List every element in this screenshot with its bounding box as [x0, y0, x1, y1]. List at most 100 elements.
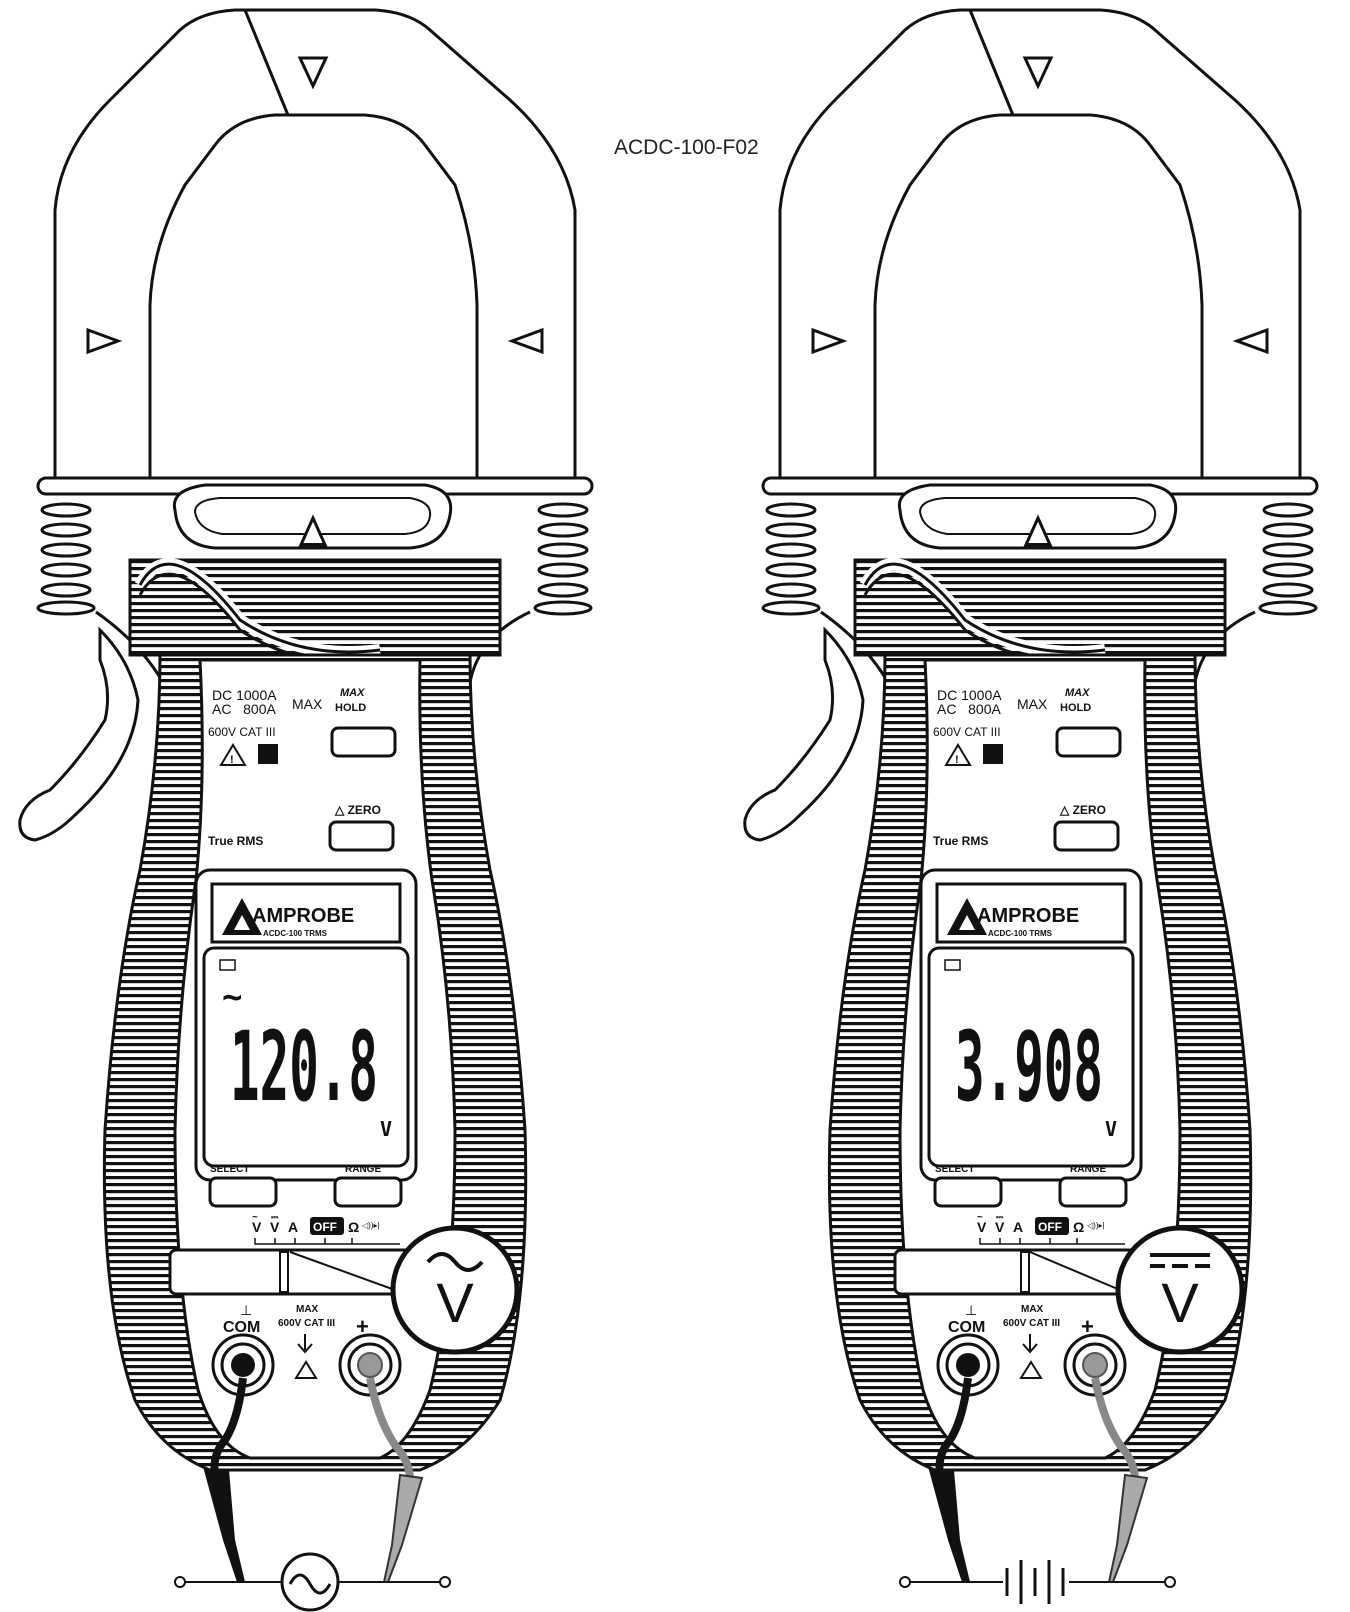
brand-name: AMPROBE: [252, 905, 354, 927]
select-button[interactable]: [933, 1176, 1003, 1208]
svg-text:!: !: [230, 754, 234, 766]
com-symbol: ⊥: [240, 1302, 252, 1318]
svg-text:◁))▸|: ◁))▸|: [1087, 1221, 1105, 1230]
jaw-arrow-right-icon: [507, 327, 544, 355]
svg-text:~: ~: [252, 1212, 258, 1223]
jack-max: MAX: [1021, 1304, 1044, 1315]
plus-label: +: [1081, 1314, 1094, 1339]
lcd-value: 3.908: [955, 1011, 1103, 1123]
true-rms-label: True RMS: [933, 834, 988, 848]
dial-off-label: OFF: [313, 1220, 337, 1234]
right-spring: [533, 502, 593, 616]
max-hold-top: MAX: [340, 687, 365, 699]
plus-label: +: [356, 1314, 369, 1339]
zero-label: △ ZERO: [334, 803, 381, 817]
double-insulation-icon: [983, 744, 1003, 764]
max-hold-button[interactable]: [330, 726, 397, 758]
battery-icon: [219, 959, 236, 971]
warning-icon: [944, 743, 972, 766]
jack-cat: 600V CAT III: [278, 1318, 335, 1329]
dial-off: [310, 1217, 344, 1235]
com-symbol: ⊥: [965, 1302, 977, 1318]
range-label: RANGE: [345, 1164, 381, 1175]
svg-text:V: V: [995, 1219, 1005, 1235]
ac-source-icon: [280, 1552, 340, 1612]
right-spring: [1258, 502, 1318, 616]
rating-cat: 600V CAT III: [208, 725, 276, 739]
max-hold-bottom: HOLD: [1060, 702, 1091, 714]
trigger-lever: [743, 626, 865, 842]
double-insulation-icon: [258, 744, 278, 764]
lcd-indicator: ~: [222, 977, 242, 1017]
left-spring: [761, 502, 821, 616]
range-button[interactable]: [1058, 1176, 1128, 1208]
lcd-screen: [927, 946, 1135, 1168]
meter-ac-voltage: DC 1000A AC 800A MAX 600V CAT III ! MAX …: [18, 8, 594, 1612]
svg-text:⎓: ⎓: [271, 1212, 279, 1222]
svg-text:~: ~: [977, 1212, 983, 1223]
model-name: ACDC-100 TRMS: [988, 929, 1053, 938]
rating-max: MAX: [292, 696, 323, 712]
max-hold-bottom: HOLD: [335, 702, 366, 714]
rating-ac: AC 800A: [212, 701, 276, 717]
range-label: RANGE: [1070, 1164, 1106, 1175]
selector-slide[interactable]: [168, 1248, 422, 1296]
lcd-value: 120.8: [230, 1011, 378, 1123]
range-button[interactable]: [333, 1176, 403, 1208]
zero-button[interactable]: [1053, 820, 1120, 852]
dial-off-label: OFF: [1038, 1220, 1062, 1234]
zero-button[interactable]: [328, 820, 395, 852]
rating-max: MAX: [1017, 696, 1048, 712]
svg-text:A: A: [1013, 1219, 1023, 1235]
select-label: SELECT: [935, 1164, 974, 1175]
zero-label: △ ZERO: [1059, 803, 1106, 817]
svg-text:A: A: [288, 1219, 298, 1235]
lcd-unit: V: [1105, 1117, 1117, 1141]
svg-text:⎓: ⎓: [996, 1212, 1004, 1222]
select-label: SELECT: [210, 1164, 249, 1175]
true-rms-label: True RMS: [208, 834, 263, 848]
mode-magnifier: [1115, 1225, 1245, 1355]
jaw-arrow-right-icon: [1232, 327, 1269, 355]
svg-text:!: !: [955, 754, 959, 766]
svg-text:◁))▸|: ◁))▸|: [362, 1221, 380, 1230]
dial-ohm: Ω: [348, 1219, 359, 1235]
gray-lead: [1091, 1377, 1139, 1481]
gray-lead: [366, 1377, 414, 1481]
mode-magnifier-v: V: [436, 1271, 474, 1334]
jack-cat: 600V CAT III: [1003, 1318, 1060, 1329]
select-button[interactable]: [208, 1176, 278, 1208]
jaw-arrow-left-icon: [811, 327, 848, 355]
left-spring: [36, 502, 96, 616]
meter-dc-voltage: DC 1000A AC 800A MAX 600V CAT III ! MAX …: [743, 8, 1319, 1604]
lcd-screen: [202, 946, 410, 1168]
jack-max: MAX: [296, 1304, 319, 1315]
jaw-arrow-top-icon: [297, 56, 329, 90]
inner-jaw: [873, 113, 1204, 485]
model-name: ACDC-100 TRMS: [263, 929, 328, 938]
dial-ohm: Ω: [1073, 1219, 1084, 1235]
lcd-unit: V: [380, 1117, 392, 1141]
rating-dc: DC 1000A: [937, 687, 1002, 703]
svg-text:V: V: [977, 1219, 987, 1235]
rating-ac: AC 800A: [937, 701, 1001, 717]
trigger-lever: [18, 626, 140, 842]
com-label: COM: [223, 1319, 260, 1336]
black-lead: [935, 1377, 972, 1476]
dial-off: [1035, 1217, 1069, 1235]
max-hold-button[interactable]: [1055, 726, 1122, 758]
dc-battery-icon: [1003, 1560, 1069, 1604]
mode-magnifier: [390, 1225, 520, 1355]
jaw-arrow-top-icon: [1022, 56, 1054, 90]
jaw-arrow-left-icon: [86, 327, 123, 355]
brand-name: AMPROBE: [977, 905, 1079, 927]
warning-icon: [219, 743, 247, 766]
com-label: COM: [948, 1319, 985, 1336]
svg-text:V: V: [252, 1219, 262, 1235]
max-hold-top: MAX: [1065, 687, 1090, 699]
svg-text:V: V: [270, 1219, 280, 1235]
inner-jaw: [148, 113, 479, 485]
figure-id: ACDC-100-F02: [614, 136, 759, 159]
black-lead: [210, 1377, 247, 1476]
